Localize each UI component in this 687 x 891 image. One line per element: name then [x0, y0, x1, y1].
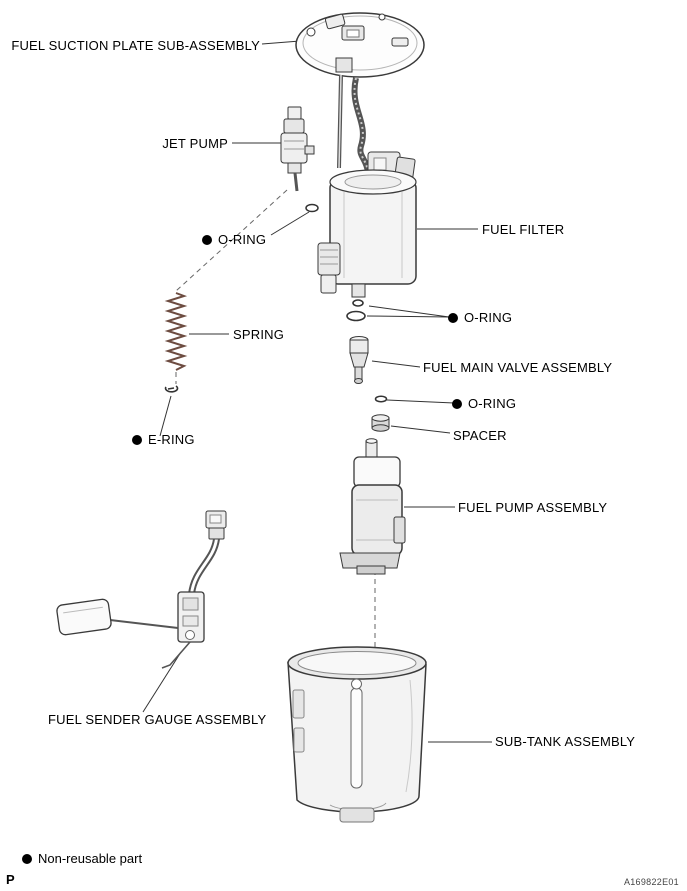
fuel-main-valve-graphic [349, 336, 369, 384]
e-ring-graphic [164, 385, 179, 393]
label-text: O-RING [464, 310, 513, 325]
label-o-ring-top: O-RING [202, 232, 266, 247]
non-reusable-bullet [452, 399, 462, 409]
label-jet-pump: JET PUMP [10, 136, 228, 151]
o-ring-lower-graphic [374, 395, 388, 403]
page-marker: P [6, 872, 15, 887]
non-reusable-bullet [132, 435, 142, 445]
fuel-tubes-graphic [337, 74, 371, 173]
label-text: SUB-TANK ASSEMBLY [495, 734, 636, 749]
assembly-axis-lines [175, 189, 376, 648]
label-text: SPACER [453, 428, 507, 443]
label-o-ring-lower: O-RING [452, 396, 516, 411]
label-text: FUEL PUMP ASSEMBLY [458, 500, 608, 515]
label-text: O-RING [218, 232, 267, 247]
label-fuel-pump: FUEL PUMP ASSEMBLY [458, 500, 607, 515]
legend-non-reusable: Non-reusable part [22, 851, 142, 866]
label-text: O-RING [468, 396, 517, 411]
non-reusable-bullet [22, 854, 32, 864]
fuel-suction-plate-graphic [295, 12, 425, 78]
label-fuel-suction-plate: FUEL SUCTION PLATE SUB-ASSEMBLY [10, 38, 260, 53]
label-spring: SPRING [233, 327, 284, 342]
spring-graphic [164, 292, 188, 371]
jet-pump-graphic [280, 106, 315, 192]
sub-tank-graphic [287, 646, 427, 823]
label-text: FUEL SUCTION PLATE SUB-ASSEMBLY [11, 38, 260, 53]
legend-text: Non-reusable part [38, 851, 143, 866]
non-reusable-bullet [448, 313, 458, 323]
label-o-ring-middle: O-RING [448, 310, 512, 325]
label-text: FUEL SENDER GAUGE ASSEMBLY [48, 712, 267, 727]
fuel-pump-graphic [339, 438, 406, 575]
label-text: JET PUMP [162, 136, 228, 151]
label-text: FUEL MAIN VALVE ASSEMBLY [423, 360, 613, 375]
label-text: E-RING [148, 432, 195, 447]
label-fuel-main-valve: FUEL MAIN VALVE ASSEMBLY [423, 360, 612, 375]
label-text: SPRING [233, 327, 285, 342]
label-fuel-filter: FUEL FILTER [482, 222, 564, 237]
fuel-sender-gauge-graphic [56, 510, 227, 669]
figure-code: A169822E01 [623, 877, 679, 887]
label-fuel-sender-gauge: FUEL SENDER GAUGE ASSEMBLY [48, 712, 266, 727]
non-reusable-bullet [202, 235, 212, 245]
label-sub-tank: SUB-TANK ASSEMBLY [495, 734, 635, 749]
label-spacer: SPACER [453, 428, 507, 443]
o-ring-top-graphic [305, 203, 319, 213]
o-ring-middle-graphic [346, 299, 366, 322]
label-e-ring: E-RING [132, 432, 195, 447]
leader-lines [142, 40, 492, 743]
spacer-graphic [371, 414, 390, 432]
label-text: FUEL FILTER [482, 222, 565, 237]
fuel-filter-graphic [317, 151, 417, 298]
